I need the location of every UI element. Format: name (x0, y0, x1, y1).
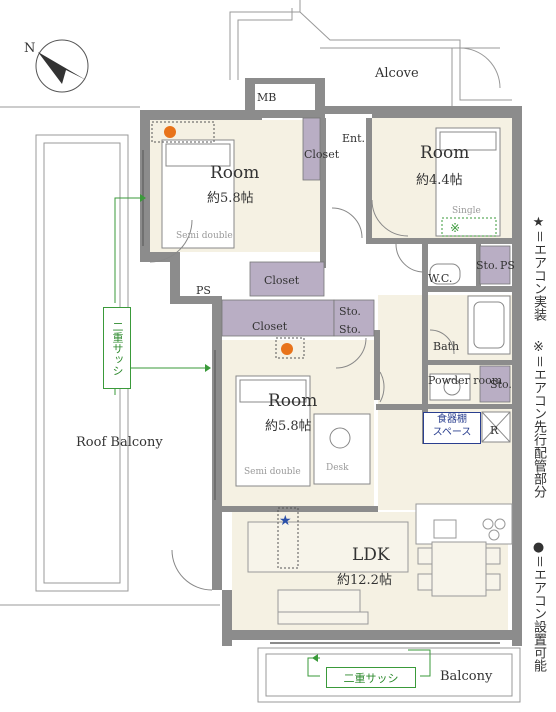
compass-label: N (24, 41, 35, 56)
pantry-space-note: 食器棚 スペース (423, 412, 481, 444)
aircon-legend: ★＝エアコン実装 (531, 215, 553, 321)
refrigerator-label: R (490, 424, 499, 437)
sto3-label: Sto. (476, 259, 498, 272)
legend-star: ★＝エアコン実装 (531, 215, 546, 322)
room1-bed (161, 139, 235, 249)
pantry-line1: 食器棚 (437, 414, 467, 425)
door-swings (149, 199, 455, 591)
ps2-label: PS (500, 259, 515, 272)
entrance-label: Ent. (342, 132, 365, 145)
double-sash-note-horizontal: 二重サッシ (326, 667, 416, 688)
room3-name: Room (268, 391, 317, 411)
roof-balcony-label: Roof Balcony (76, 435, 163, 450)
walls (140, 78, 522, 646)
powder-label: Powder room (428, 374, 503, 387)
closet-mid1-label: Closet (264, 274, 300, 287)
double-sash-note-vertical: 二重サッシ (103, 307, 131, 389)
balcony-area (257, 647, 521, 703)
alcove-area (229, 0, 512, 106)
room3-bed (235, 375, 371, 487)
bath-label: Bath (433, 340, 459, 353)
ldk-name: LDK (352, 545, 390, 565)
north-arrow-icon (35, 39, 89, 93)
room2-size: 約4.4帖 (416, 173, 463, 188)
room3-size: 約5.8帖 (265, 419, 312, 434)
room2-name: Room (420, 143, 469, 163)
ldk-size: 約12.2帖 (337, 573, 392, 588)
room1-size: 約5.8帖 (207, 191, 254, 206)
sto1-label: Sto. (339, 305, 361, 318)
ps1-label: PS (196, 284, 211, 297)
wc-label: W.C. (428, 272, 452, 285)
sto2-label: Sto. (339, 323, 361, 336)
closet-entrance-label: Closet (304, 148, 340, 161)
alcove-label: Alcove (374, 66, 419, 81)
closets (221, 117, 511, 403)
legend-circle: ●＝エアコン設置可能 (531, 540, 546, 673)
desk-label: Desk (326, 463, 349, 473)
legend-circle-wrap: ●＝エアコン設置可能 (531, 540, 553, 672)
mb-label: MB (257, 91, 276, 104)
balcony-label: Balcony (440, 669, 493, 684)
sto4-label: Sto. (490, 378, 512, 391)
svg-text:※: ※ (450, 221, 460, 235)
arrow-heads (140, 194, 318, 662)
bath-fixtures (429, 263, 511, 443)
svg-text:★: ★ (279, 513, 292, 529)
room2-bed-label: Single (452, 206, 481, 216)
closet-mid2-label: Closet (252, 320, 288, 333)
legend-asterisk: ※＝エアコン先行配管部分 (531, 340, 546, 499)
room3-bed-label: Semi double (244, 467, 301, 477)
room1-bed-label: Semi double (176, 231, 233, 241)
room1-name: Room (210, 163, 259, 183)
pantry-line2: スペース (432, 427, 472, 438)
aircon-markers: ※ ★ (151, 121, 497, 569)
legend-asterisk-wrap: ※＝エアコン先行配管部分 (531, 340, 553, 498)
ldk-furniture (247, 503, 513, 625)
